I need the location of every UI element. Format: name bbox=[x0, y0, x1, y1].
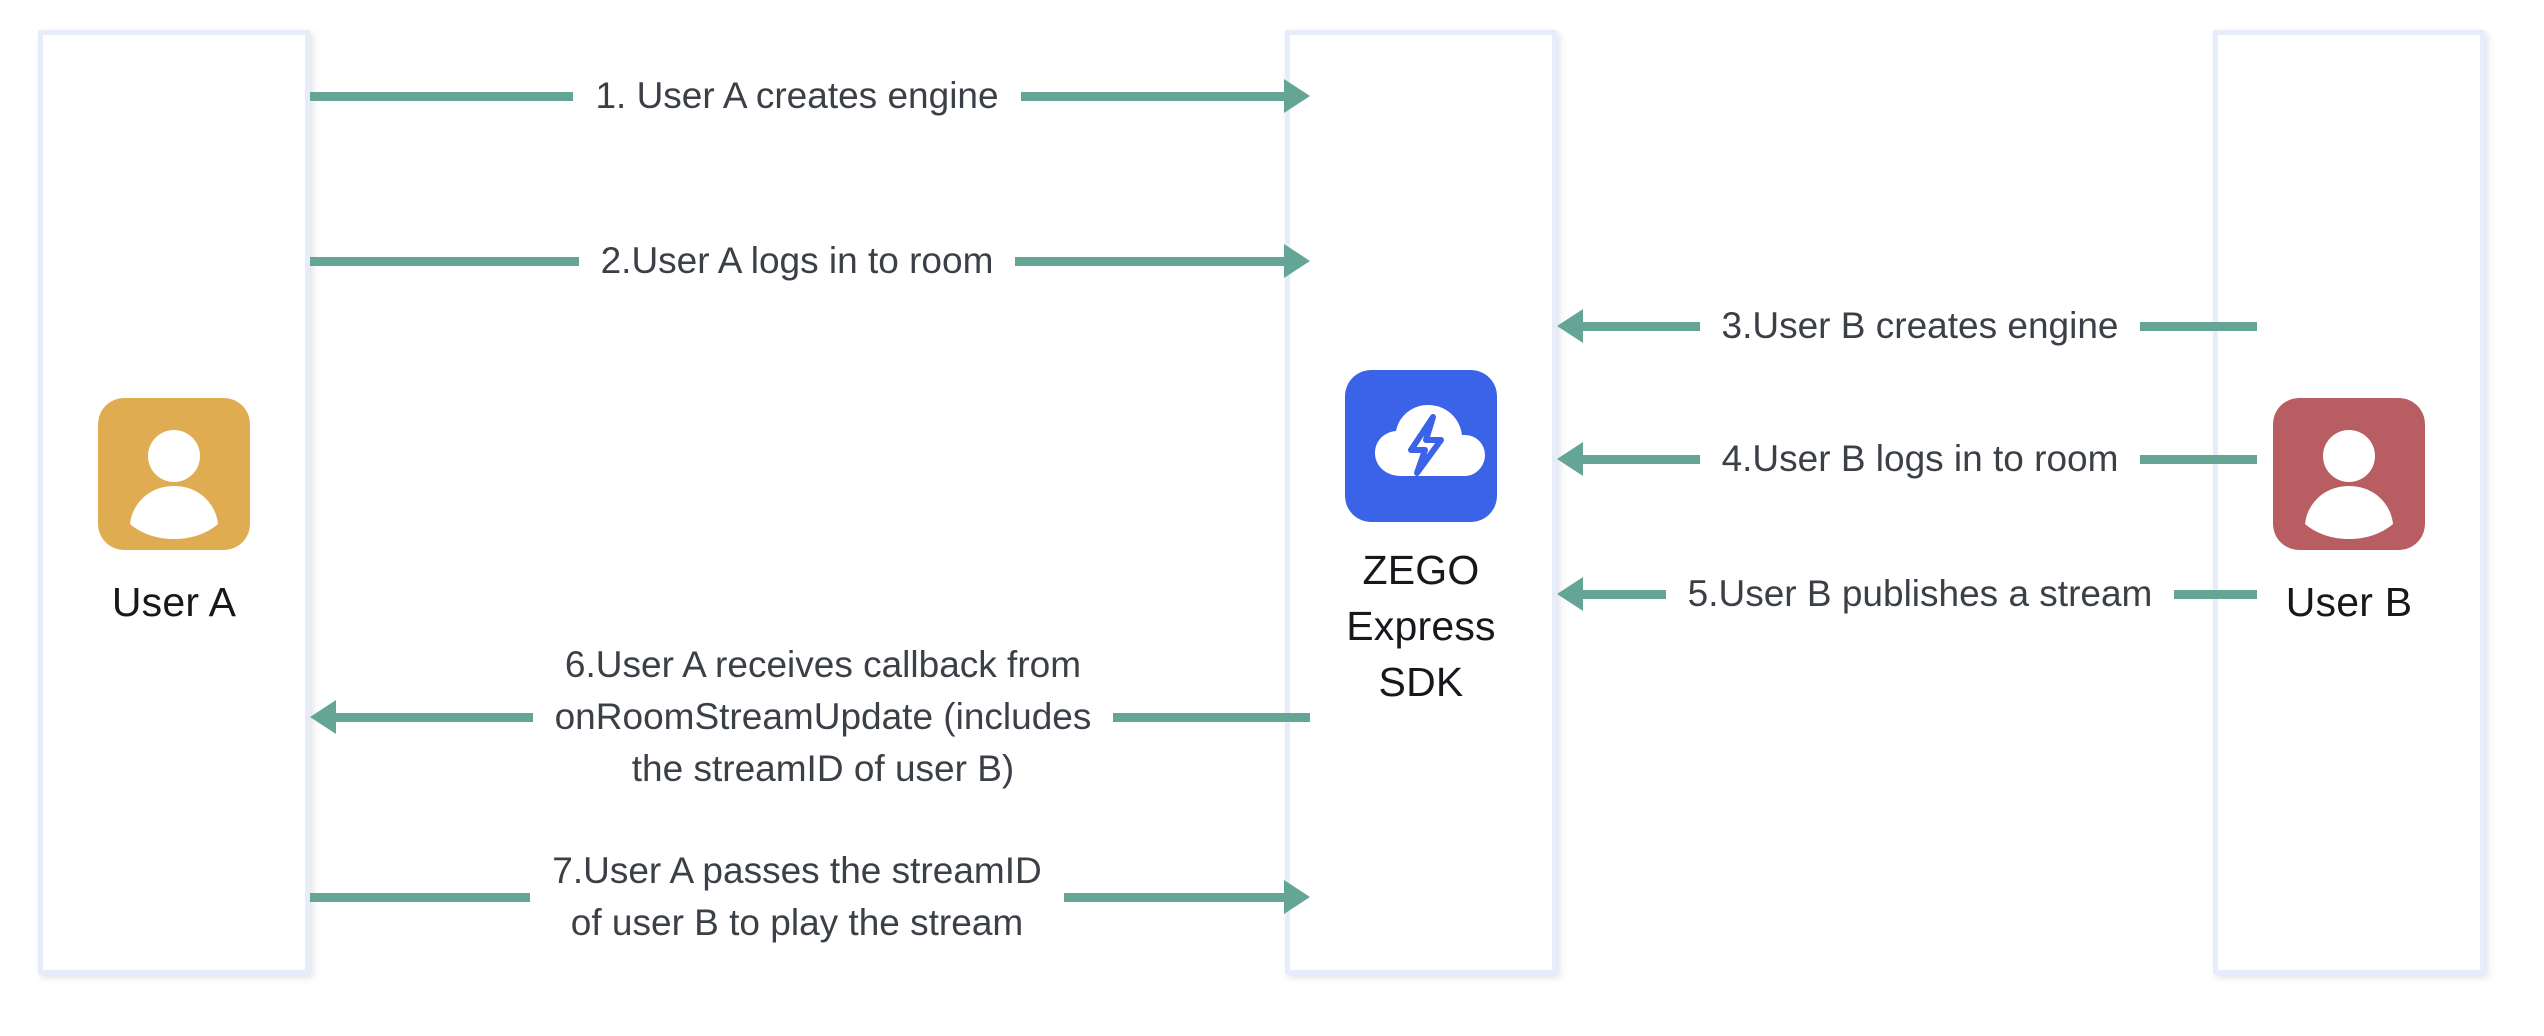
message-7: 7.User A passes the streamID of user B t… bbox=[310, 845, 1310, 949]
message-4: 4.User B logs in to room bbox=[1557, 433, 2258, 485]
message-line bbox=[2140, 321, 2257, 331]
message-label-6: 6.User A receives callback from onRoomSt… bbox=[554, 644, 1092, 789]
message-line bbox=[310, 892, 531, 902]
message-label-1: 1. User A creates engine bbox=[595, 75, 999, 116]
message-line bbox=[1583, 589, 1666, 599]
actor-label-user-a: User A bbox=[111, 579, 237, 625]
message-3: 3.User B creates engine bbox=[1557, 300, 2257, 352]
actor-label-user-b: User B bbox=[2285, 579, 2413, 625]
message-2: 2.User A logs in to room bbox=[310, 235, 1310, 287]
message-line bbox=[1015, 256, 1284, 266]
arrowhead-right-icon bbox=[1284, 79, 1311, 113]
actor-zego-express-sdk: ZEGO Express SDK bbox=[1285, 370, 1557, 710]
zego-cloud-bolt-logo bbox=[1345, 370, 1497, 522]
arrowhead-right-icon bbox=[1284, 880, 1310, 914]
actor-user-b: User B bbox=[2213, 398, 2485, 630]
message-label-3: 3.User B creates engine bbox=[1721, 305, 2119, 346]
message-line bbox=[1583, 321, 1700, 331]
message-label-4: 4.User B logs in to room bbox=[1721, 438, 2119, 479]
actor-label-zego-express-sdk: ZEGO Express SDK bbox=[1346, 547, 1496, 705]
message-label-5: 5.User B publishes a stream bbox=[1687, 573, 2153, 614]
arrowhead-left-icon bbox=[1557, 442, 1583, 476]
message-line bbox=[310, 91, 574, 101]
message-line bbox=[2140, 454, 2258, 464]
message-line bbox=[1583, 454, 1700, 464]
user-avatar-icon bbox=[2273, 398, 2425, 550]
message-label-2: 2.User A logs in to room bbox=[600, 240, 994, 281]
message-line bbox=[310, 256, 579, 266]
message-5: 5.User B publishes a stream bbox=[1557, 568, 2258, 620]
message-1: 1. User A creates engine bbox=[310, 70, 1311, 122]
user-avatar-icon bbox=[98, 398, 250, 550]
message-label-7: 7.User A passes the streamID of user B t… bbox=[552, 850, 1042, 943]
arrowhead-left-icon bbox=[310, 700, 336, 734]
message-6: 6.User A receives callback from onRoomSt… bbox=[310, 639, 1310, 795]
message-line bbox=[1113, 712, 1310, 722]
arrowhead-left-icon bbox=[1557, 577, 1583, 611]
actor-user-a: User A bbox=[38, 398, 310, 630]
message-line bbox=[1020, 91, 1285, 101]
arrowhead-left-icon bbox=[1557, 309, 1583, 343]
message-line bbox=[336, 712, 533, 722]
message-line bbox=[2174, 589, 2258, 599]
arrowhead-right-icon bbox=[1284, 244, 1310, 278]
message-line bbox=[1063, 892, 1284, 902]
